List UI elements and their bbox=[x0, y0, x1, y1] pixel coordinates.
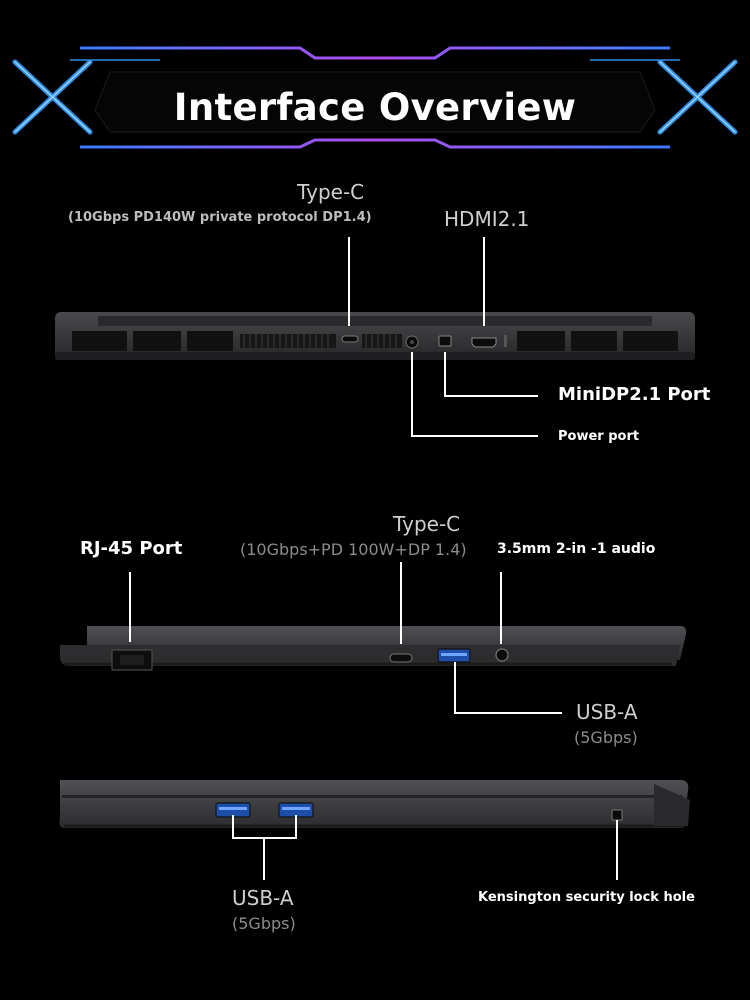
power-port-label: Power port bbox=[558, 429, 640, 444]
left-typec-port-icon bbox=[389, 653, 413, 663]
rear-leader-lines bbox=[348, 237, 538, 437]
right-usba-port-2-icon bbox=[278, 802, 314, 818]
right-usba-spec: (5Gbps) bbox=[232, 914, 296, 933]
rear-typec-port-icon bbox=[341, 335, 359, 343]
hdmi-label: HDMI2.1 bbox=[444, 207, 530, 231]
audio-label: 3.5mm 2-in -1 audio bbox=[497, 541, 656, 557]
laptop-left-side-view bbox=[60, 626, 687, 666]
rear-typec-label: Type-C bbox=[297, 180, 365, 204]
kensington-label: Kensington security lock hole bbox=[478, 890, 695, 905]
rj45-port-icon bbox=[111, 649, 153, 671]
left-typec-spec: (10Gbps+PD 100W+DP 1.4) bbox=[240, 540, 467, 559]
minidp-label: MiniDP2.1 Port bbox=[558, 384, 711, 405]
right-usba-port-1-icon bbox=[215, 802, 251, 818]
rear-typec-spec: (10Gbps PD140W private protocol DP1.4) bbox=[68, 210, 372, 225]
page-title: Interface Overview bbox=[173, 86, 577, 129]
left-usba-spec: (5Gbps) bbox=[574, 728, 638, 747]
left-usba-label: USB-A bbox=[576, 700, 638, 724]
laptop-rear-view bbox=[55, 312, 695, 360]
right-usba-label: USB-A bbox=[232, 886, 294, 910]
left-usba-port-icon bbox=[437, 648, 471, 663]
rear-minidp-port-icon bbox=[438, 335, 452, 347]
kensington-lock-icon bbox=[611, 809, 623, 821]
left-leader-lines bbox=[129, 562, 562, 714]
laptop-right-side-view bbox=[59, 780, 690, 828]
audio-jack-icon bbox=[495, 648, 509, 662]
rear-power-port-icon bbox=[405, 335, 419, 349]
rj45-label: RJ-45 Port bbox=[80, 538, 183, 559]
x-emblem-right-icon bbox=[657, 59, 738, 135]
left-typec-label: Type-C bbox=[393, 512, 461, 536]
title-frame bbox=[70, 46, 680, 149]
x-emblem-left-icon bbox=[12, 59, 93, 135]
right-leader-lines bbox=[232, 815, 618, 880]
rear-hdmi-port-icon bbox=[471, 335, 507, 348]
